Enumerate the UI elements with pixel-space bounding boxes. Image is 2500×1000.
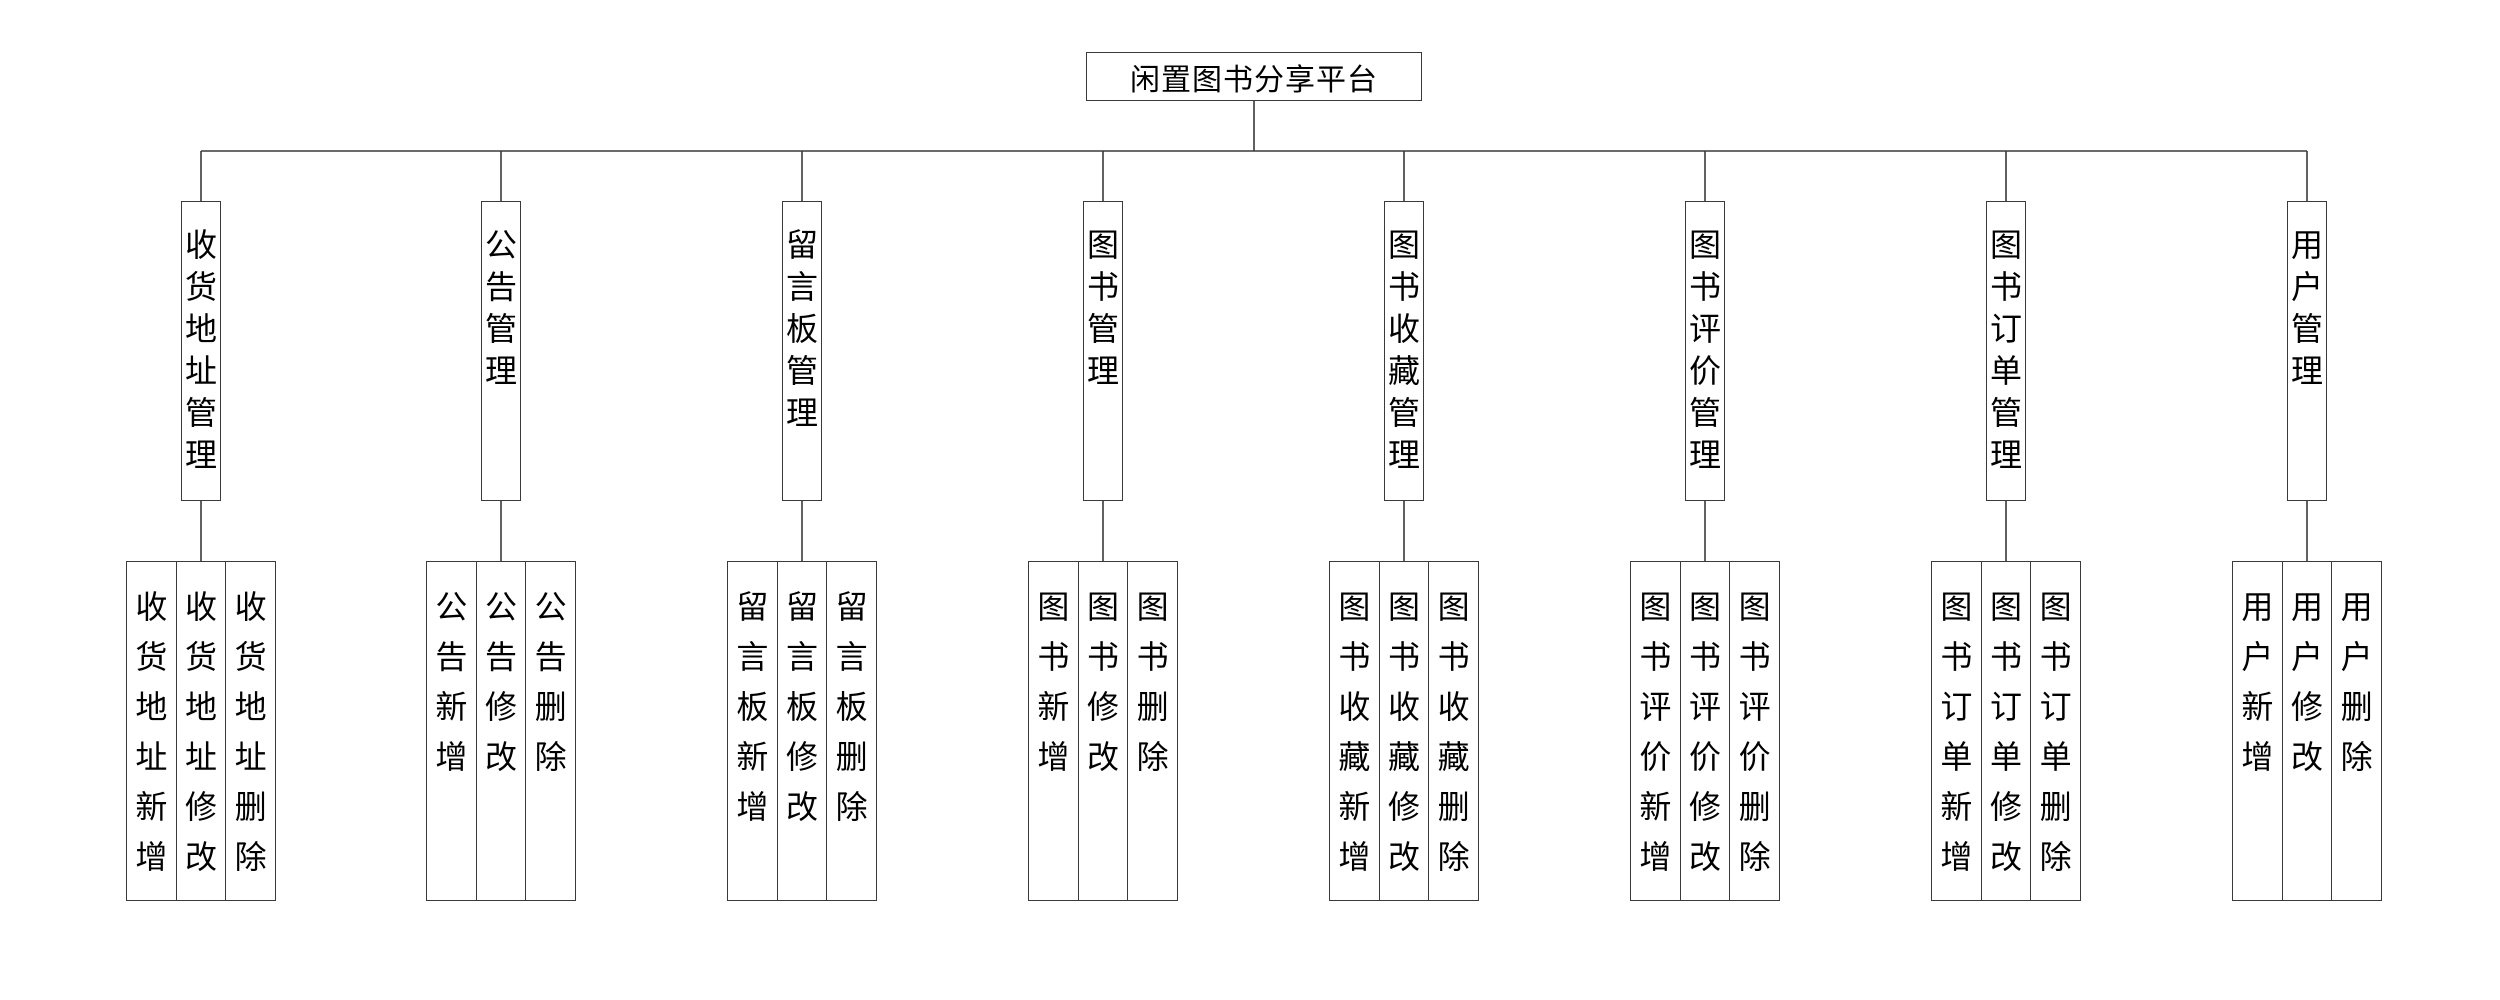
module-label: 用户管理 [2291,226,2324,390]
function-node-add: 图书订单新增 [1932,562,1982,900]
function-node-edit: 图书评价修改 [1681,562,1731,900]
function-label: 图书评价删除 [1738,588,1771,876]
module-label: 图书评价管理 [1689,226,1722,474]
function-label: 图书订单修改 [1990,588,2023,876]
module-node-book-favorite: 图书收藏管理 [1384,201,1424,501]
function-label: 留言板新增 [736,588,769,826]
function-node-add: 收货地址新增 [127,562,177,900]
function-node-add: 公告新增 [427,562,477,900]
function-label: 图书评价修改 [1689,588,1722,876]
function-label: 用户新增 [2241,588,2274,776]
module-node-shipping-address: 收货地址管理 [181,201,221,501]
function-group-book-order: 图书订单新增 图书订单修改 图书订单删除 [1931,561,2082,901]
function-label: 用户修改 [2291,588,2324,776]
function-label: 图书修改 [1087,588,1120,776]
function-node-delete: 图书评价删除 [1730,562,1781,900]
function-node-add: 图书收藏新增 [1330,562,1380,900]
function-node-add: 图书新增 [1029,562,1079,900]
function-node-edit: 收货地址修改 [177,562,227,900]
module-node-book: 图书管理 [1083,201,1123,501]
function-node-edit: 用户修改 [2283,562,2333,900]
function-group-shipping-address: 收货地址新增 收货地址修改 收货地址删除 [126,561,277,901]
function-node-add: 用户新增 [2233,562,2283,900]
function-node-edit: 图书订单修改 [1982,562,2032,900]
function-label: 公告删除 [534,588,567,776]
function-group-book: 图书新增 图书修改 图书删除 [1028,561,1179,901]
module-label: 留言板管理 [786,226,819,432]
function-label: 公告修改 [485,588,518,776]
function-label: 图书评价新增 [1639,588,1672,876]
function-node-add: 留言板新增 [728,562,778,900]
function-label: 留言板删除 [835,588,868,826]
function-label: 用户删除 [2340,588,2373,776]
module-label: 图书订单管理 [1990,226,2023,474]
function-group-user: 用户新增 用户修改 用户删除 [2232,561,2383,901]
module-node-book-review: 图书评价管理 [1685,201,1725,501]
function-label: 图书收藏新增 [1338,588,1371,876]
function-node-delete: 用户删除 [2332,562,2383,900]
function-node-edit: 留言板修改 [778,562,828,900]
function-label: 留言板修改 [786,588,819,826]
function-node-add: 图书评价新增 [1631,562,1681,900]
function-node-delete: 图书收藏删除 [1429,562,1480,900]
function-node-delete: 图书删除 [1128,562,1179,900]
module-node-user: 用户管理 [2287,201,2327,501]
function-group-message-board: 留言板新增 留言板修改 留言板删除 [727,561,878,901]
module-node-message-board: 留言板管理 [782,201,822,501]
function-group-announcement: 公告新增 公告修改 公告删除 [426,561,577,901]
module-label: 图书收藏管理 [1388,226,1421,474]
function-label: 图书删除 [1136,588,1169,776]
function-label: 公告新增 [435,588,468,776]
function-label: 图书收藏删除 [1437,588,1470,876]
root-node-label: 闲置图书分享平台 [1130,62,1378,98]
function-node-delete: 留言板删除 [827,562,878,900]
module-label: 公告管理 [485,226,518,390]
function-node-delete: 公告删除 [526,562,577,900]
function-node-delete: 收货地址删除 [226,562,277,900]
function-group-book-favorite: 图书收藏新增 图书收藏修改 图书收藏删除 [1329,561,1480,901]
function-label: 收货地址新增 [135,588,168,876]
function-label: 收货地址修改 [185,588,218,876]
function-label: 图书订单删除 [2039,588,2072,876]
function-label: 图书收藏修改 [1388,588,1421,876]
module-label: 收货地址管理 [185,226,218,474]
function-node-edit: 图书收藏修改 [1380,562,1430,900]
module-node-announcement: 公告管理 [481,201,521,501]
function-label: 图书订单新增 [1940,588,1973,876]
module-label: 图书管理 [1087,226,1120,390]
module-node-book-order: 图书订单管理 [1986,201,2026,501]
root-node: 闲置图书分享平台 [1086,52,1422,101]
function-group-book-review: 图书评价新增 图书评价修改 图书评价删除 [1630,561,1781,901]
function-node-edit: 公告修改 [477,562,527,900]
function-label: 收货地址删除 [234,588,267,876]
function-label: 图书新增 [1037,588,1070,776]
function-node-delete: 图书订单删除 [2031,562,2082,900]
function-node-edit: 图书修改 [1079,562,1129,900]
